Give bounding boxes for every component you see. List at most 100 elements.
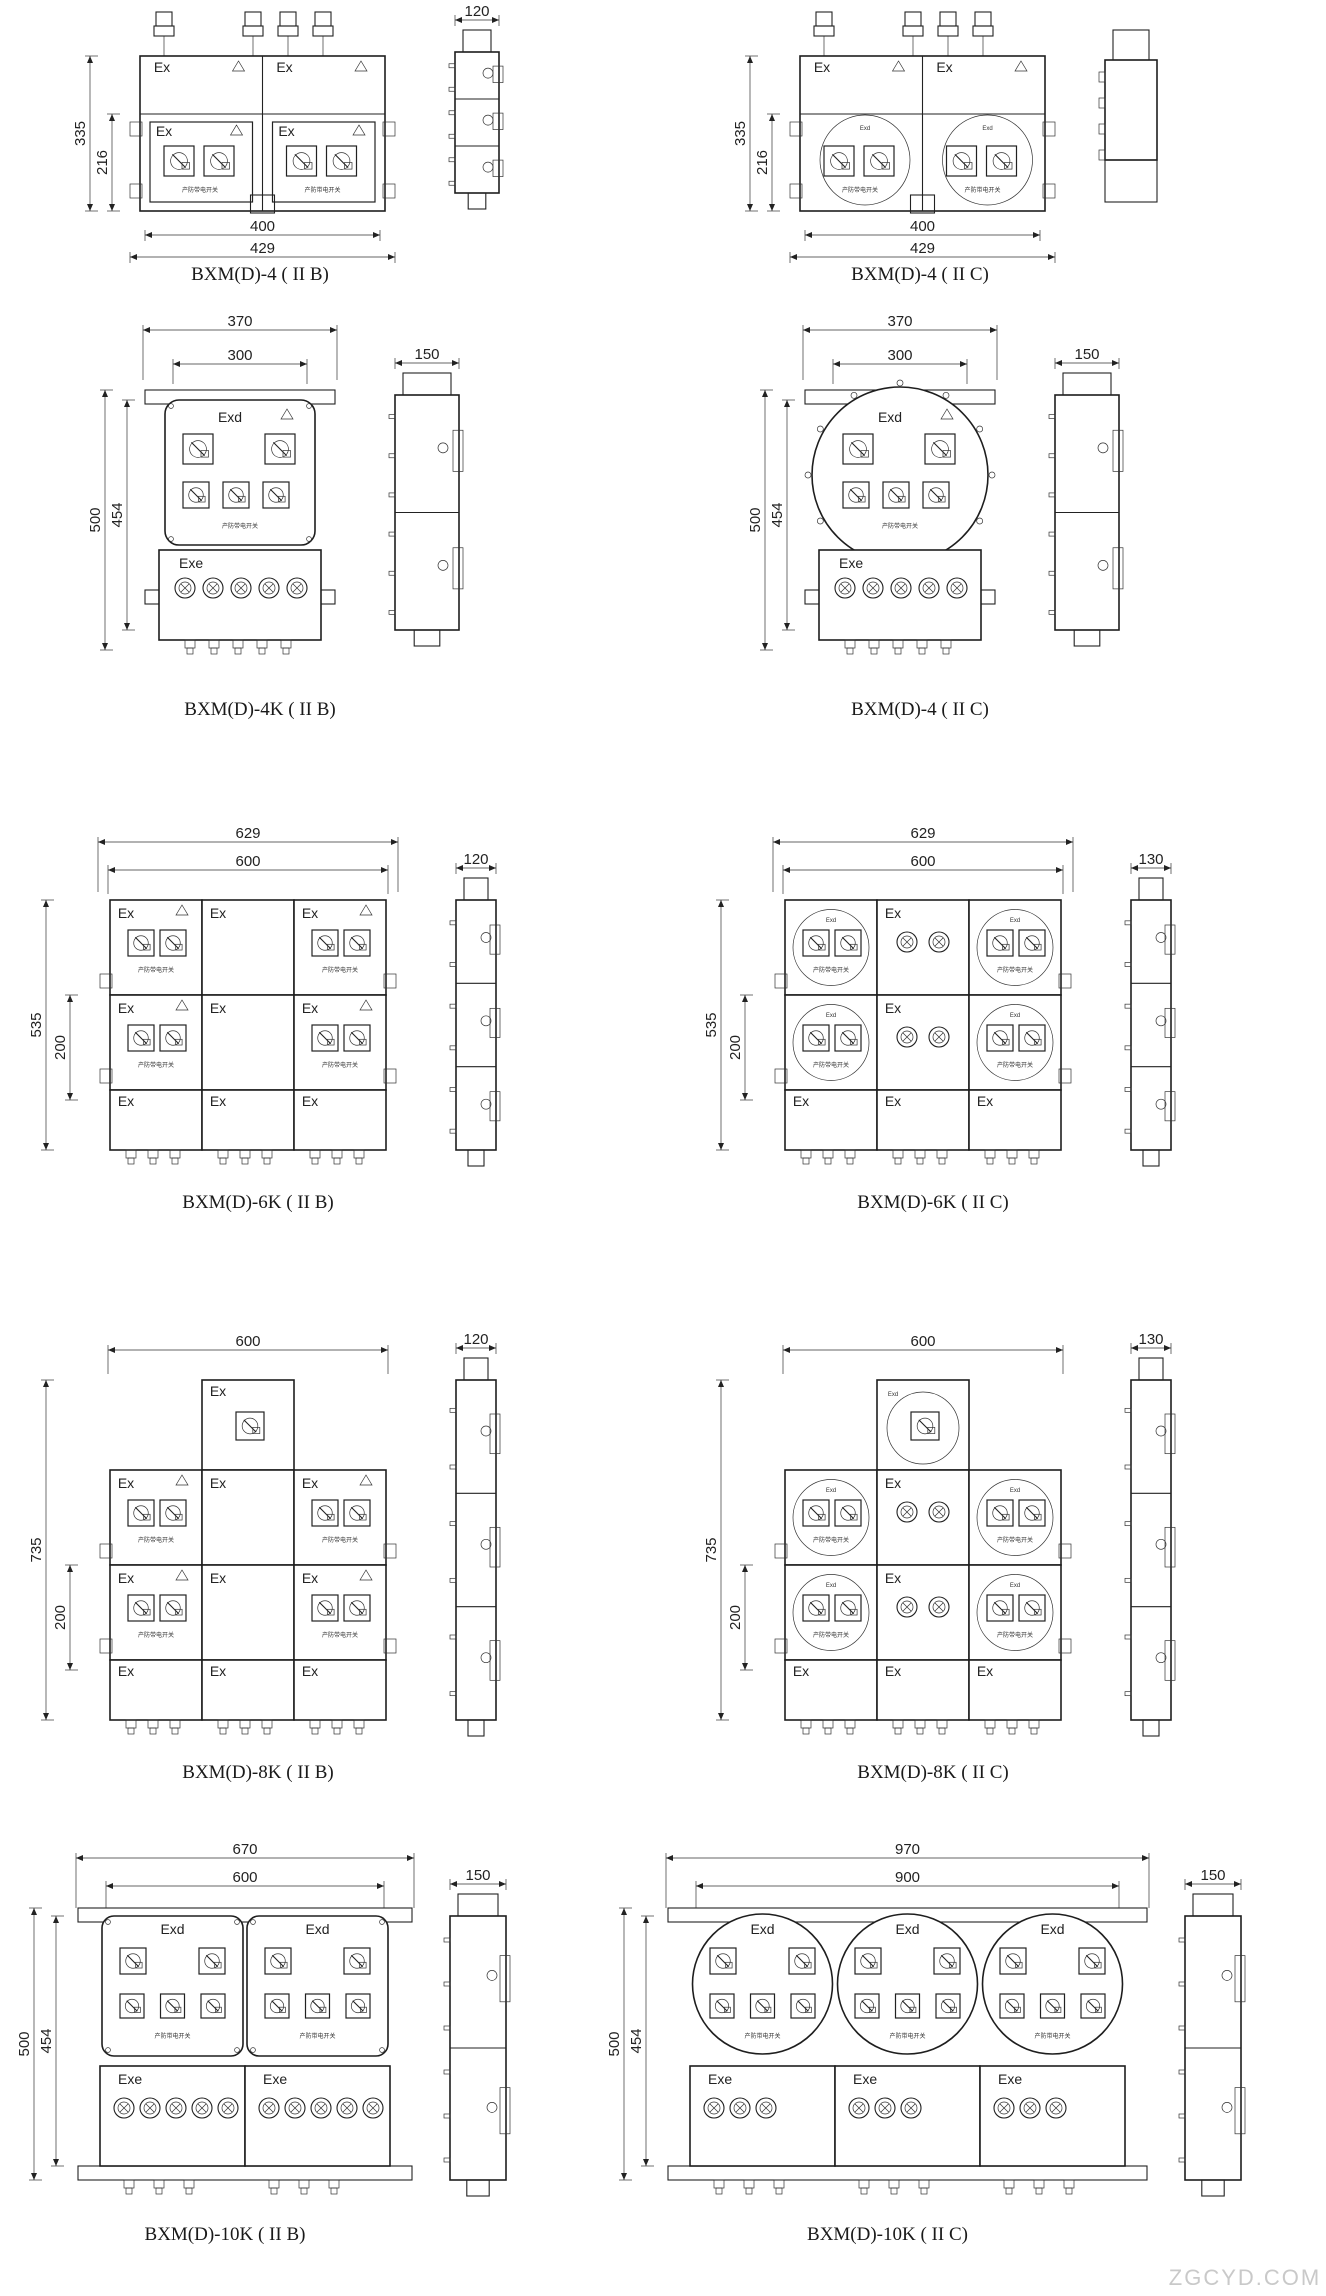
module-cell	[968, 994, 1062, 1091]
side-bracket	[388, 414, 396, 419]
lamp-bezel	[848, 2097, 870, 2119]
switch-handle	[271, 2000, 283, 2012]
exe-cell	[968, 1089, 1062, 1151]
lamp-bezel	[174, 577, 196, 599]
lamp-lens	[117, 2101, 131, 2115]
lamp-lens	[904, 2101, 918, 2115]
indicator-lamp-icon	[946, 577, 968, 599]
switch-dial	[870, 152, 888, 170]
switch-lock	[359, 1513, 367, 1521]
switch-lock	[304, 162, 313, 170]
lamp-mark	[290, 2103, 300, 2113]
switch-caption: 产防带电开关	[813, 1061, 849, 1069]
side-bracket	[1124, 1521, 1132, 1527]
switch-lock	[198, 495, 206, 503]
switch-handle	[809, 1506, 823, 1520]
switch-icon	[127, 1024, 155, 1052]
switch-icon	[203, 145, 235, 177]
switch-lock	[858, 495, 866, 503]
lamp-lens	[707, 2101, 721, 2115]
indicator-lamp-icon	[928, 931, 950, 953]
switch-dial	[931, 440, 949, 458]
switch-dial	[1085, 1998, 1101, 2014]
bolt	[804, 471, 812, 479]
switch-icon	[999, 1993, 1025, 2019]
cable-gland-icon	[822, 1149, 834, 1159]
bolt	[379, 1919, 385, 1925]
switch-handle	[1087, 2000, 1099, 2012]
lamp-lens	[838, 581, 852, 595]
side-bracket	[443, 2113, 451, 2119]
side-knob	[482, 161, 494, 173]
side-top-cap	[1138, 877, 1164, 901]
switch-handle	[918, 1419, 932, 1433]
switch-lock	[319, 2006, 327, 2013]
side-bracket	[1048, 610, 1056, 615]
switch-icon	[343, 1024, 371, 1052]
inner-height-dim-value: 200	[52, 1035, 69, 1060]
side-view-depth-value: 130	[1138, 851, 1163, 868]
switch-handle	[942, 2000, 954, 2012]
side-knob	[1097, 442, 1109, 454]
switch-dial	[133, 1505, 149, 1521]
side-bracket	[388, 492, 396, 498]
lamp-lens	[932, 1505, 946, 1519]
switch-lock	[1094, 1961, 1102, 1969]
inner-height-dim-value: 200	[727, 1035, 744, 1060]
switch-dial	[794, 1953, 810, 1969]
lamp-bezel	[1045, 2097, 1067, 2119]
indicator-lamp-icon	[286, 577, 308, 599]
dial-circle	[792, 1004, 870, 1081]
module-cell	[293, 994, 387, 1091]
lamp-mark	[902, 1507, 912, 1517]
cable-gland-icon	[256, 639, 268, 649]
height-dim-value: 500	[87, 507, 104, 532]
mount-foot	[99, 973, 113, 989]
mount-foot	[774, 1543, 788, 1559]
diagram-label: BXM(D)-8K ( II B)	[182, 1762, 333, 1783]
cable-gland-icon	[127, 1727, 135, 1735]
ex-label: Ex	[302, 1475, 318, 1491]
top-gland	[242, 25, 264, 37]
indicator-lamp-icon	[202, 577, 224, 599]
switch-dial	[133, 1030, 149, 1046]
lamp-mark	[934, 937, 944, 947]
side-view: 150	[1178, 1867, 1246, 2197]
switch-lock	[898, 495, 906, 503]
ex-label: Ex	[118, 1663, 134, 1679]
switch-lock	[818, 1038, 826, 1046]
cable-gland-icon	[353, 1149, 365, 1159]
ex-label: Ex	[210, 1663, 226, 1679]
switch-icon	[198, 1947, 226, 1975]
switch-icon	[119, 1947, 147, 1975]
cable-gland-icon	[355, 1727, 363, 1735]
side-bracket	[1124, 1003, 1132, 1009]
side-bracket	[1178, 2157, 1186, 2163]
side-bracket	[388, 610, 396, 615]
switch-dial	[952, 152, 971, 170]
ex-label: Exd	[826, 1013, 836, 1019]
cable-gland-icon	[918, 2179, 930, 2189]
switch-icon	[894, 1993, 921, 2019]
switch-handle	[126, 2000, 138, 2012]
exe-cell	[201, 1089, 295, 1151]
switch-icon	[163, 145, 195, 177]
ex-label: Exd	[305, 1921, 329, 1937]
cable-gland-icon	[184, 639, 196, 649]
side-knob	[1221, 2102, 1233, 2113]
switch-icon	[1018, 929, 1046, 957]
switch-handle	[994, 154, 1009, 168]
lamp-lens	[932, 935, 946, 949]
lamp-mark	[1025, 2103, 1035, 2113]
switch-caption: 产防带电开关	[322, 966, 358, 974]
ex-label: Ex	[302, 905, 318, 921]
side-bracket	[1124, 1407, 1132, 1413]
lamp-bezel	[896, 1501, 918, 1523]
switch-caption: 产防带电开关	[322, 1631, 358, 1639]
switch-icon	[790, 1993, 816, 2019]
side-view: 130	[1124, 851, 1176, 1167]
side-bracket	[448, 86, 456, 92]
ex-label: Ex	[793, 1663, 809, 1679]
cable-gland-icon	[868, 639, 880, 649]
